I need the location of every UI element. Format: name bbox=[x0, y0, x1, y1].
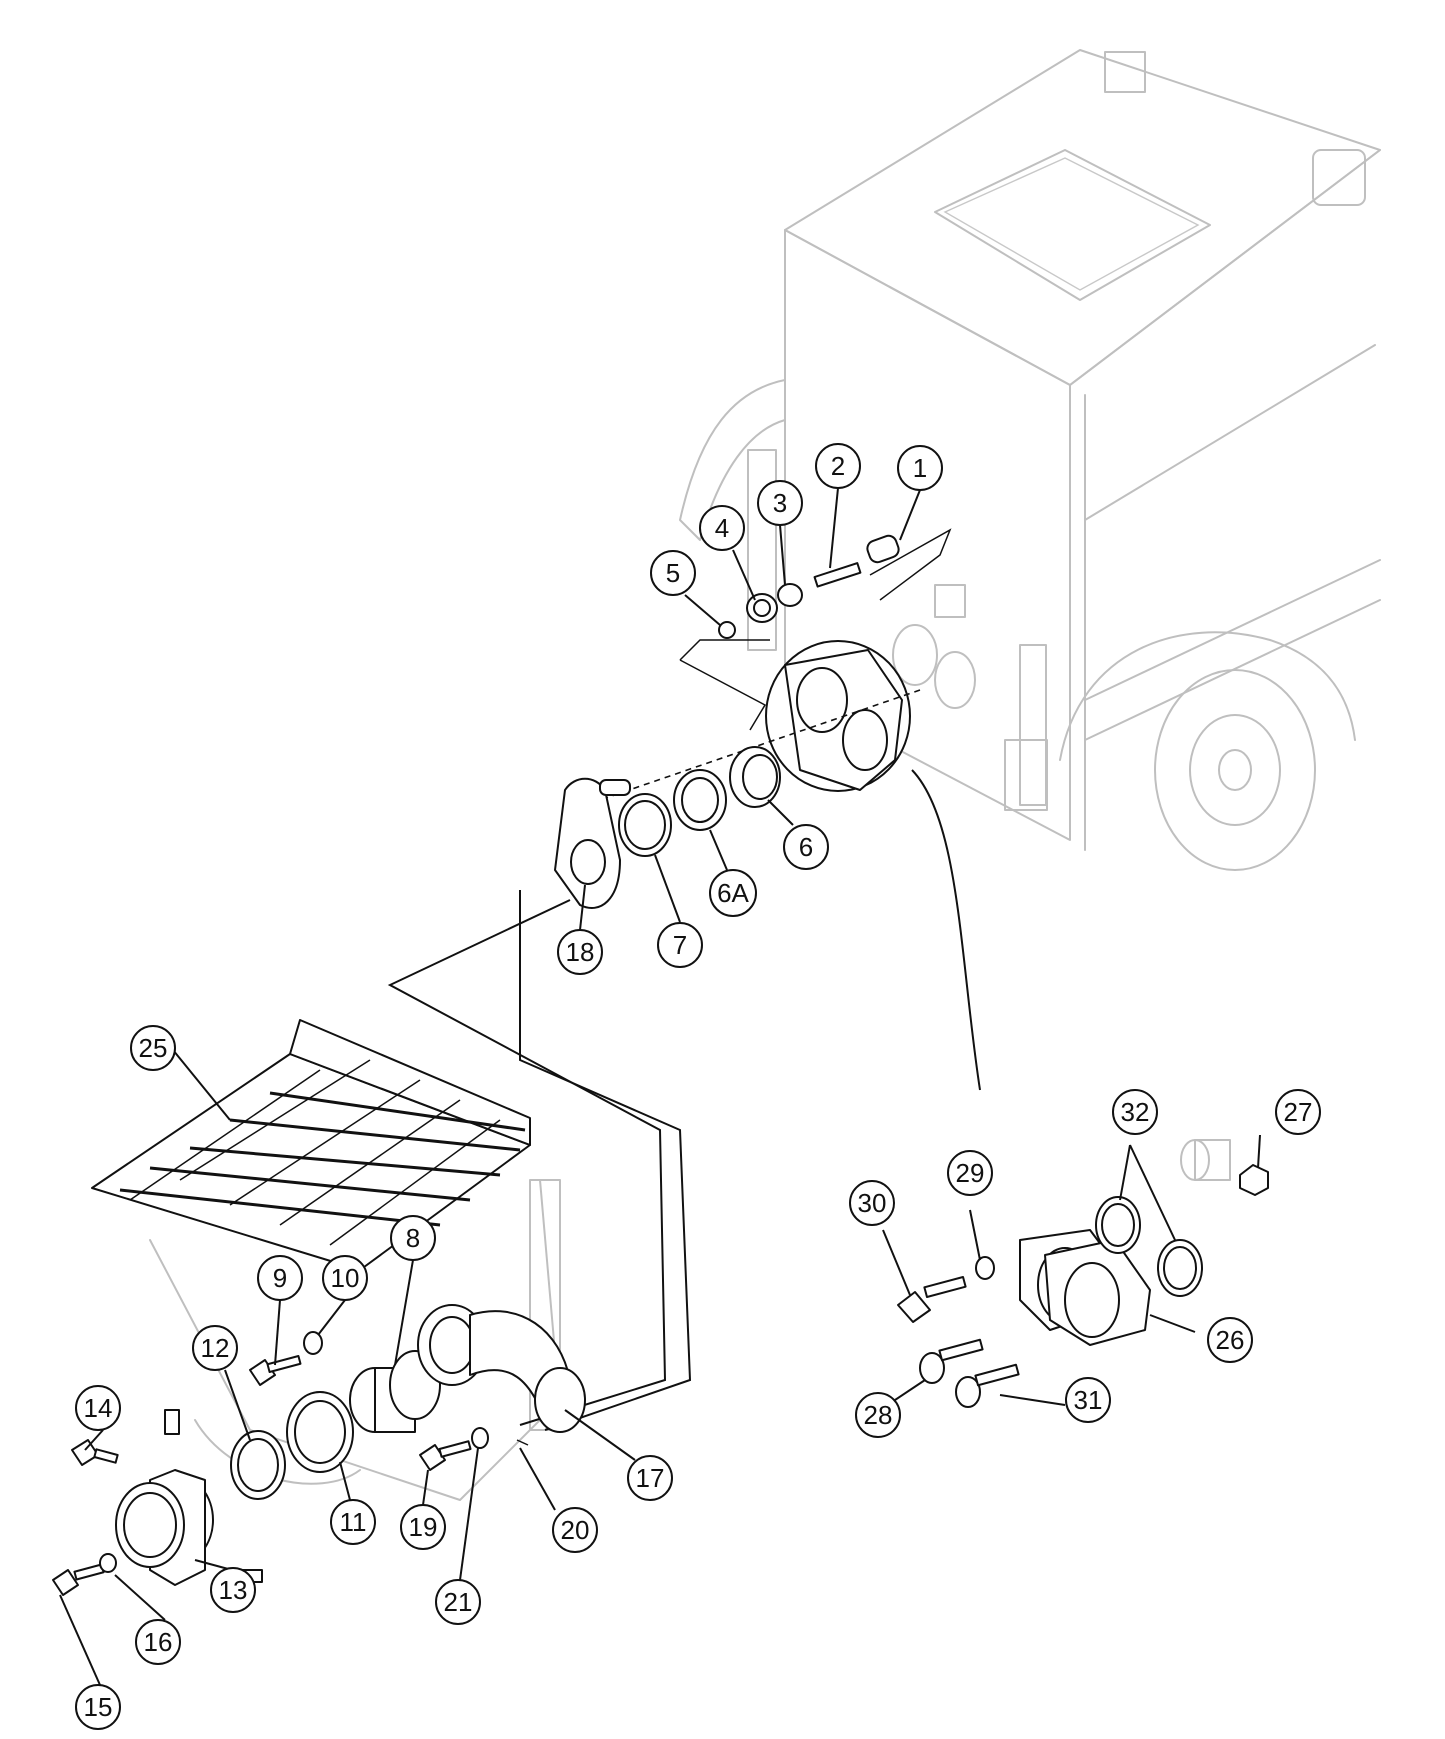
bolt-31 bbox=[955, 1363, 1020, 1408]
callout-28: 28 bbox=[855, 1392, 901, 1438]
bolt-28 bbox=[919, 1338, 984, 1384]
svg-text:20: 20 bbox=[561, 1515, 590, 1545]
svg-text:5: 5 bbox=[666, 558, 680, 588]
svg-text:31: 31 bbox=[1074, 1385, 1103, 1415]
washer-16 bbox=[99, 1553, 117, 1573]
callout-2: 2 bbox=[815, 443, 861, 489]
svg-text:19: 19 bbox=[409, 1512, 438, 1542]
washer-29 bbox=[975, 1256, 995, 1280]
callout-30: 30 bbox=[849, 1180, 895, 1226]
callout-3: 3 bbox=[757, 480, 803, 526]
svg-text:6A: 6A bbox=[717, 878, 749, 908]
callout-21: 21 bbox=[435, 1579, 481, 1625]
callout-20: 20 bbox=[552, 1507, 598, 1553]
callout-18: 18 bbox=[557, 929, 603, 975]
svg-text:18: 18 bbox=[566, 937, 595, 967]
seal-12 bbox=[230, 1430, 286, 1500]
svg-text:16: 16 bbox=[144, 1627, 173, 1657]
svg-text:27: 27 bbox=[1284, 1097, 1313, 1127]
bracket-18 bbox=[554, 777, 631, 909]
callout-7: 7 bbox=[657, 922, 703, 968]
svg-text:30: 30 bbox=[858, 1188, 887, 1218]
callout-31: 31 bbox=[1065, 1377, 1111, 1423]
callout-6a: 6A bbox=[709, 869, 757, 917]
bolt-9 bbox=[249, 1354, 302, 1386]
seal-32 bbox=[1095, 1196, 1203, 1297]
svg-text:17: 17 bbox=[636, 1463, 665, 1493]
svg-text:32: 32 bbox=[1121, 1097, 1150, 1127]
svg-text:6: 6 bbox=[799, 832, 813, 862]
callout-14: 14 bbox=[75, 1385, 121, 1431]
seal-6 bbox=[729, 746, 781, 808]
svg-text:21: 21 bbox=[444, 1587, 473, 1617]
o-ring-3 bbox=[777, 583, 803, 607]
callout-29: 29 bbox=[947, 1150, 993, 1196]
callout-13: 13 bbox=[210, 1567, 256, 1613]
bolt-30 bbox=[897, 1275, 967, 1323]
callout-10: 10 bbox=[322, 1255, 368, 1301]
nut-27 bbox=[1239, 1164, 1269, 1196]
callout-19: 19 bbox=[400, 1504, 446, 1550]
washer-4 bbox=[746, 593, 778, 623]
callout-27: 27 bbox=[1275, 1089, 1321, 1135]
pin-2 bbox=[813, 562, 862, 588]
coupling-11 bbox=[286, 1391, 354, 1473]
bolt-19 bbox=[419, 1440, 472, 1471]
callout-12: 12 bbox=[192, 1325, 238, 1371]
callout-25: 25 bbox=[130, 1025, 176, 1071]
pin-20 bbox=[516, 1439, 529, 1446]
callout-5: 5 bbox=[650, 550, 696, 596]
callout-16: 16 bbox=[135, 1619, 181, 1665]
callout-11: 11 bbox=[330, 1499, 376, 1545]
pipe-8 bbox=[349, 1350, 441, 1433]
bolt-14 bbox=[71, 1439, 119, 1466]
callout-4: 4 bbox=[699, 505, 745, 551]
coupling-13 bbox=[115, 1469, 214, 1586]
machine-body-outline bbox=[679, 49, 1381, 871]
callout-15: 15 bbox=[75, 1684, 121, 1730]
callout-17: 17 bbox=[627, 1455, 673, 1501]
svg-text:3: 3 bbox=[773, 488, 787, 518]
callout-1: 1 bbox=[897, 445, 943, 491]
svg-text:29: 29 bbox=[956, 1158, 985, 1188]
callout-6: 6 bbox=[783, 824, 829, 870]
svg-text:9: 9 bbox=[273, 1263, 287, 1293]
svg-text:15: 15 bbox=[84, 1692, 113, 1722]
grate-part-25 bbox=[91, 1019, 531, 1271]
svg-text:10: 10 bbox=[331, 1263, 360, 1293]
svg-text:7: 7 bbox=[673, 930, 687, 960]
svg-text:11: 11 bbox=[340, 1507, 367, 1537]
washer-10 bbox=[303, 1331, 323, 1355]
manifold-plate bbox=[765, 640, 981, 1091]
washer-21 bbox=[471, 1427, 489, 1449]
seal-7 bbox=[618, 793, 672, 857]
tube-27-side bbox=[1180, 1139, 1231, 1181]
svg-text:4: 4 bbox=[715, 513, 729, 543]
svg-text:1: 1 bbox=[913, 453, 927, 483]
fitting-1 bbox=[866, 534, 900, 564]
bolt-15 bbox=[52, 1563, 105, 1596]
svg-text:12: 12 bbox=[201, 1333, 230, 1363]
svg-text:13: 13 bbox=[219, 1575, 248, 1605]
callout-32: 32 bbox=[1112, 1089, 1158, 1135]
svg-text:25: 25 bbox=[139, 1033, 168, 1063]
svg-text:26: 26 bbox=[1216, 1325, 1245, 1355]
svg-text:28: 28 bbox=[864, 1400, 893, 1430]
svg-text:8: 8 bbox=[406, 1223, 420, 1253]
svg-text:2: 2 bbox=[831, 451, 845, 481]
ring-5 bbox=[718, 621, 736, 639]
svg-text:14: 14 bbox=[84, 1393, 113, 1423]
callout-9: 9 bbox=[257, 1255, 303, 1301]
callout-26: 26 bbox=[1207, 1317, 1253, 1363]
assembly-flow-lines bbox=[387, 528, 952, 1431]
seal-6a bbox=[673, 769, 727, 831]
leader-lines bbox=[59, 487, 1261, 1686]
plate-26 bbox=[1019, 1229, 1151, 1346]
callout-8: 8 bbox=[390, 1215, 436, 1261]
